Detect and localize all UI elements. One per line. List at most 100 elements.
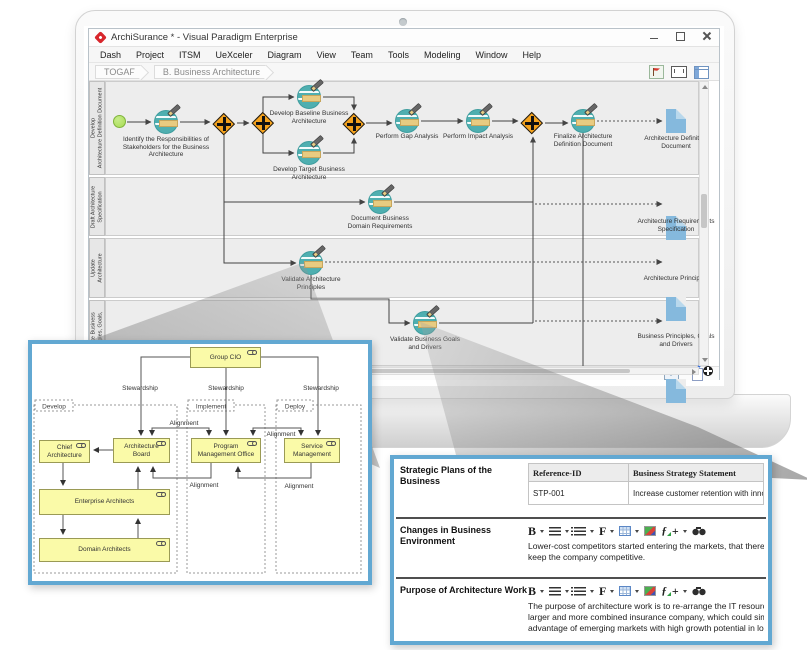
table-row-changes-in-business: Changes in Business Environment B F ƒ + … [394, 519, 768, 577]
insert-image-icon[interactable] [644, 586, 657, 596]
menu-window[interactable]: Window [475, 49, 508, 60]
menu-tools[interactable]: Tools [387, 49, 409, 60]
gateway-parallel-2[interactable] [251, 111, 274, 134]
menu-help[interactable]: Help [522, 49, 542, 60]
pan-tool-icon[interactable] [703, 366, 713, 376]
window-title: ArchiSurance * - Visual Paradigm Enterpr… [111, 32, 298, 43]
gateway-parallel-join-1[interactable] [342, 112, 365, 135]
find-icon[interactable] [691, 526, 706, 536]
role-icon [156, 441, 166, 446]
align-icon[interactable] [549, 526, 562, 536]
menu-dash[interactable]: Dash [100, 49, 122, 60]
task-validate-architecture-principles[interactable] [299, 244, 326, 275]
task-perform-impact-analysis[interactable] [466, 102, 493, 133]
bold-icon[interactable]: B [528, 584, 537, 598]
menu-team[interactable]: Team [350, 49, 373, 60]
title-bar: ArchiSurance * - Visual Paradigm Enterpr… [89, 29, 719, 47]
edge-label-alignment: Alignment [267, 431, 296, 438]
row-label: Strategic Plans of the Business [400, 465, 493, 486]
task-label: Perform Impact Analysis [442, 133, 514, 140]
role-icon [156, 492, 166, 497]
group-label-develop: Develop [42, 404, 66, 411]
task-develop-baseline[interactable] [297, 78, 324, 109]
task-document-domain-requirements[interactable] [368, 183, 395, 214]
body-text: Lower-cost competitors started entering … [528, 541, 764, 551]
role-icon [247, 441, 257, 446]
font-icon[interactable]: F [599, 524, 607, 538]
breadcrumb: TOGAF B. Business Architecture [89, 63, 719, 81]
menu-diagram[interactable]: Diagram [267, 49, 302, 60]
breadcrumb-togaf[interactable]: TOGAF [95, 64, 141, 79]
insert-table-icon[interactable] [619, 526, 632, 536]
layout-panel-icon[interactable] [694, 65, 709, 79]
task-label: Perform Gap Analysis [375, 133, 439, 140]
find-icon[interactable] [691, 586, 706, 596]
minimize-button[interactable] [649, 31, 659, 41]
lane-draft-spec [105, 177, 699, 236]
breadcrumb-business-architecture[interactable]: B. Business Architecture [153, 64, 267, 79]
script-icon[interactable]: ƒ [661, 525, 671, 537]
document-business-principles[interactable] [666, 379, 686, 403]
edge-label-stewardship: Stewardship [208, 385, 244, 392]
org-box-group-cio: Group CIO [190, 347, 261, 368]
close-button[interactable] [701, 31, 711, 41]
fit-to-window-icon[interactable] [671, 66, 687, 78]
start-event[interactable] [113, 115, 126, 128]
group-label-implement: Implement [196, 404, 227, 411]
edge-label-alignment: Alignment [170, 420, 199, 427]
maximize-button[interactable] [675, 31, 685, 41]
row-label: Changes in Business [400, 525, 492, 535]
font-icon[interactable]: F [599, 584, 607, 598]
publish-icon[interactable] [649, 65, 664, 79]
insert-table-icon[interactable] [619, 586, 632, 596]
task-identify-responsibilities[interactable] [154, 103, 181, 134]
task-develop-target[interactable] [297, 134, 324, 165]
scroll-up-icon [702, 85, 708, 89]
vertical-scroll-thumb[interactable] [701, 194, 707, 228]
role-icon [156, 541, 166, 546]
bold-icon[interactable]: B [528, 524, 537, 538]
menu-itsm[interactable]: ITSM [179, 49, 201, 60]
edge-label-stewardship: Stewardship [303, 385, 339, 392]
menu-project[interactable]: Project [136, 49, 165, 60]
gateway-parallel-join-2[interactable] [520, 111, 543, 134]
gateway-parallel-1[interactable] [212, 112, 235, 135]
add-icon[interactable]: + [671, 524, 679, 538]
body-text: The purpose of architecture work is to r… [528, 601, 764, 611]
menu-uexceler[interactable]: UeXceler [215, 49, 253, 60]
menu-view[interactable]: View [316, 49, 336, 60]
document-architecture-requirements[interactable] [666, 216, 686, 240]
list-icon[interactable] [571, 586, 587, 596]
col-header-strategy-statement: Business Strategy Statement [628, 463, 764, 482]
document-architecture-definition[interactable] [666, 109, 686, 133]
menu-modeling[interactable]: Modeling [423, 49, 461, 60]
menu-bar: Dash Project ITSM UeXceler Diagram View … [89, 47, 719, 63]
task-finalize-add[interactable] [571, 102, 598, 133]
align-icon[interactable] [549, 586, 562, 596]
list-icon[interactable] [571, 526, 587, 536]
script-icon[interactable]: ƒ [661, 585, 671, 597]
task-validate-business-goals[interactable] [413, 304, 440, 335]
insert-image-icon[interactable] [644, 526, 657, 536]
row-separator [396, 577, 766, 579]
vertical-scrollbar[interactable] [699, 81, 709, 366]
task-perform-gap-analysis[interactable] [395, 102, 422, 133]
group-label-deploy: Deploy [285, 404, 306, 411]
strategy-table: Reference-ID Business Strategy Statement… [528, 463, 764, 505]
richtext-toolbar: B F ƒ + [528, 583, 764, 599]
role-icon [326, 441, 336, 446]
document-architecture-principles[interactable] [666, 297, 686, 321]
add-icon[interactable]: + [671, 584, 679, 598]
org-box-enterprise-architects: Enterprise Architects [39, 489, 170, 515]
